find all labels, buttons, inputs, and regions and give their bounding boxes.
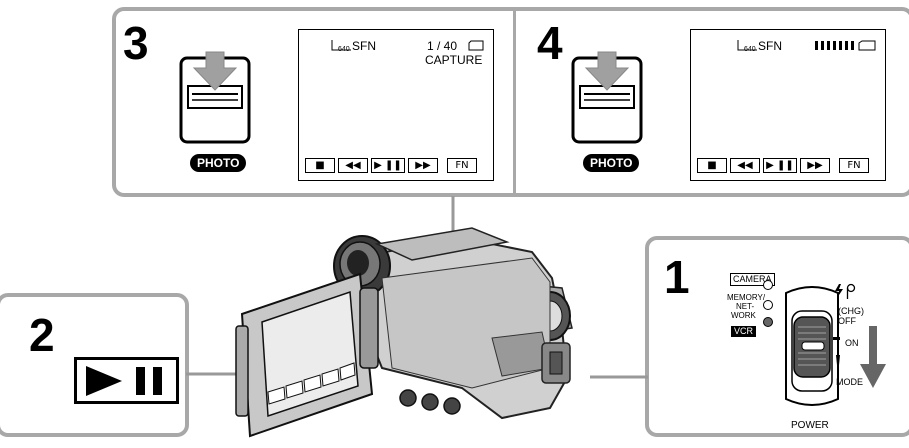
- svg-text:640: 640: [338, 46, 350, 53]
- step-number-1: 1: [664, 251, 690, 303]
- stop-icon[interactable]: ■: [305, 158, 335, 173]
- step-number-4: 4: [537, 17, 563, 69]
- image-size-icon-3: 640: [331, 40, 351, 53]
- power-switch: [785, 286, 839, 406]
- panel-divider: [513, 11, 516, 193]
- photo-label-3: PHOTO: [190, 154, 247, 172]
- play-pause-icon[interactable]: ▶ ❚❚: [763, 158, 797, 173]
- rewind-icon[interactable]: ◀◀: [730, 158, 760, 173]
- play-pause-icon[interactable]: ▶ ❚❚: [371, 158, 405, 173]
- play-pause-button: [74, 357, 179, 404]
- fast-forward-icon[interactable]: ▶▶: [800, 158, 830, 173]
- mode-label-memory-3: WORK: [731, 311, 756, 320]
- flash-icon: [835, 284, 843, 298]
- down-arrow-icon: [860, 326, 886, 388]
- fast-forward-icon[interactable]: ▶▶: [408, 158, 438, 173]
- photo-button-3: [179, 51, 251, 144]
- fn-button-3[interactable]: FN: [447, 158, 477, 173]
- svg-text:640: 640: [744, 46, 756, 53]
- image-size-icon-4: 640: [737, 40, 757, 53]
- mode-label-vcr: VCR: [731, 326, 757, 337]
- battery-icon: [815, 40, 876, 51]
- switch-label-off: OFF: [838, 316, 856, 326]
- control-bar-3: ■ ◀◀ ▶ ❚❚ ▶▶ FN: [305, 158, 477, 173]
- mode-label-memory-2: NET-: [736, 302, 755, 311]
- stop-icon[interactable]: ■: [697, 158, 727, 173]
- camcorder-illustration: [235, 227, 573, 438]
- switch-label-mode: MODE: [836, 377, 863, 387]
- control-bar-4: ■ ◀◀ ▶ ❚❚ ▶▶ FN: [697, 158, 869, 173]
- switch-label-chg: (CHG): [838, 306, 864, 316]
- rewind-icon[interactable]: ◀◀: [338, 158, 368, 173]
- image-counter-3: 1 / 40: [427, 39, 458, 53]
- capture-status-3: CAPTURE: [425, 53, 483, 67]
- lcd-screen-3: [298, 29, 494, 181]
- fn-button-4[interactable]: FN: [839, 158, 869, 173]
- connector-line-right: [590, 375, 648, 379]
- photo-button-4: [571, 51, 643, 144]
- mode-label-camera: CAMERA: [730, 273, 775, 286]
- mode-label-memory-1: MEMORY/: [727, 293, 766, 302]
- photo-label-4: PHOTO: [583, 154, 640, 172]
- quality-text-3: SFN: [352, 39, 376, 53]
- step-1-panel: [645, 236, 909, 437]
- switch-label-on: ON: [845, 338, 859, 348]
- mode-lamps: [763, 280, 773, 327]
- step-number-2: 2: [29, 309, 55, 361]
- power-label: POWER: [791, 420, 829, 431]
- memory-card-icon: [468, 40, 484, 51]
- mode-tick: [836, 355, 840, 375]
- switch-pointer: [833, 337, 840, 340]
- connector-line-top: [451, 196, 455, 234]
- lcd-screen-4: [690, 29, 886, 181]
- step-number-3: 3: [123, 17, 149, 69]
- quality-text-4: SFN: [758, 39, 782, 53]
- tape-icon: [846, 283, 856, 299]
